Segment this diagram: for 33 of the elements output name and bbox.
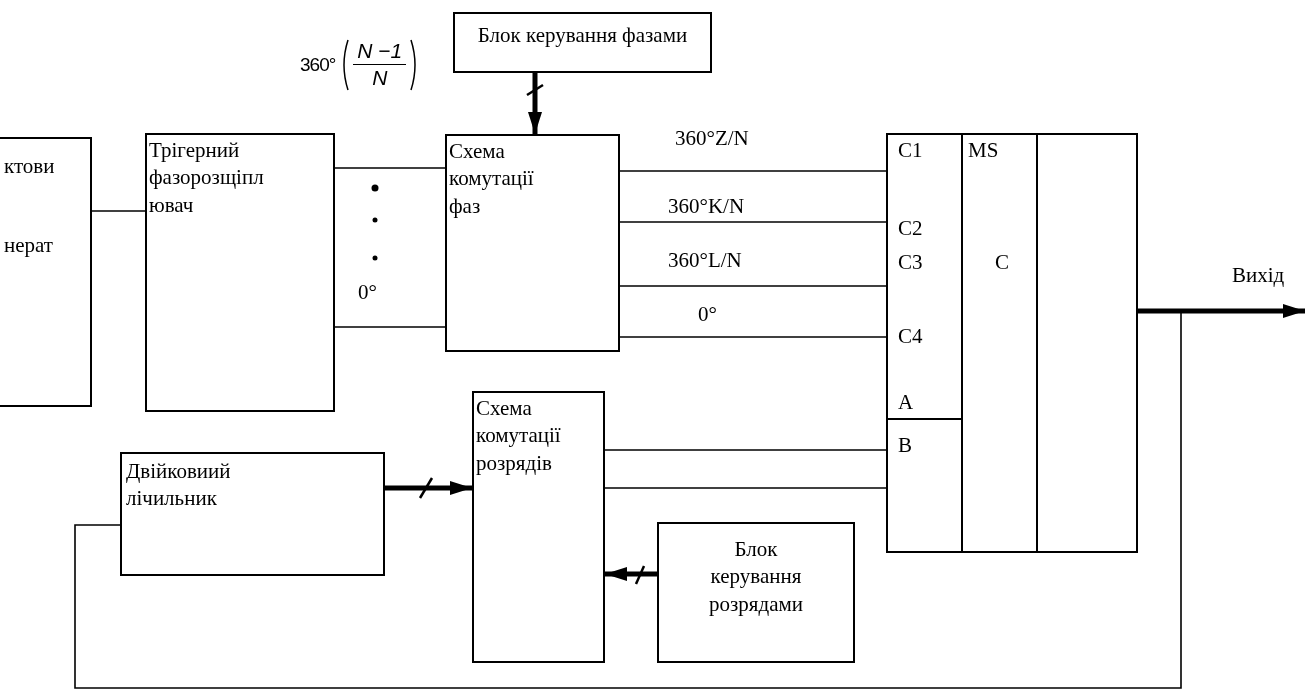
pin-label: C3 (898, 252, 923, 273)
phase-switch-box (445, 134, 620, 352)
block-label: Схема комутації фаз (449, 138, 535, 220)
pin-label: A (898, 392, 914, 413)
formula-label: N (372, 65, 388, 92)
pin-label: C4 (898, 326, 923, 347)
block-label: ктови (4, 153, 55, 180)
pin-label: C2 (898, 218, 923, 239)
phase-control-box (453, 12, 712, 73)
block-label: Схема комутації розрядів (476, 395, 562, 477)
edge-label: 360°L/N (668, 250, 742, 271)
phase-splitter-box (145, 133, 335, 412)
generator-box (0, 137, 92, 407)
block-label: Трігерний фазорозщіплювач (149, 137, 265, 219)
formula-label: N −1 (353, 38, 407, 66)
pin-label: B (898, 435, 912, 456)
pin-label: C (995, 252, 1009, 273)
edge-label: 0° (698, 304, 717, 325)
block-label: Двійковиий лічильник (126, 458, 232, 513)
multiplexer-box (886, 133, 1138, 553)
formula-label: 360° (300, 52, 336, 77)
block-label: нерат (4, 232, 53, 260)
counter-box (120, 452, 385, 576)
bit-control-box (657, 522, 855, 663)
edge-label: 0° (358, 282, 377, 303)
pin-label: MS (968, 140, 999, 161)
block-label: Блок керування фазами (477, 22, 688, 49)
edge-label: Вихід (1232, 265, 1285, 286)
edge-label: 360°K/N (668, 196, 745, 217)
bit-switch-box (472, 391, 605, 663)
pin-label: C1 (898, 140, 923, 161)
block-label: Блок керування розрядами (708, 536, 804, 618)
edge-label: 360°Z/N (675, 128, 749, 149)
